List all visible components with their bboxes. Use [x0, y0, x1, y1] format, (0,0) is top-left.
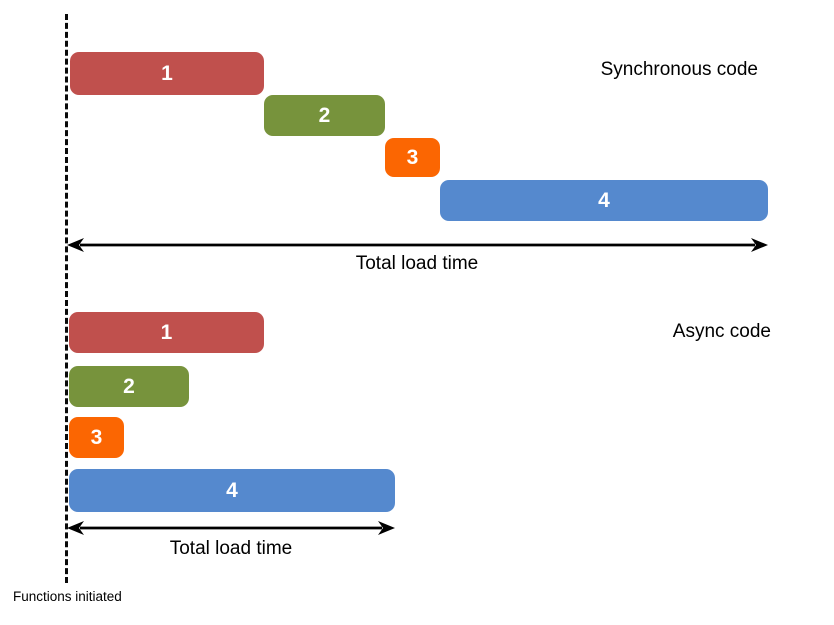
synchronous-total-load-time-arrow [67, 238, 768, 252]
async-total-load-time-arrow [67, 521, 395, 535]
async-task-bar-2: 2 [69, 366, 189, 407]
async-task-bar-3: 3 [69, 417, 124, 458]
async-task-bar-1: 1 [69, 312, 264, 353]
sync-total-load-time-label: Total load time [355, 253, 479, 274]
functions-initiated-label: Functions initiated [13, 589, 122, 604]
synchronous-task-bar-1: 1 [70, 52, 264, 95]
async-total-load-time-label: Total load time [169, 538, 293, 559]
async-task-bar-4: 4 [69, 469, 395, 512]
synchronous-task-bar-2: 2 [264, 95, 385, 136]
async-section-label: Async code [672, 321, 771, 342]
synchronous-task-bar-4: 4 [440, 180, 768, 221]
sync-section-label: Synchronous code [600, 59, 758, 80]
functions-initiated-dashed-line [65, 14, 68, 583]
synchronous-task-bar-3: 3 [385, 138, 440, 177]
